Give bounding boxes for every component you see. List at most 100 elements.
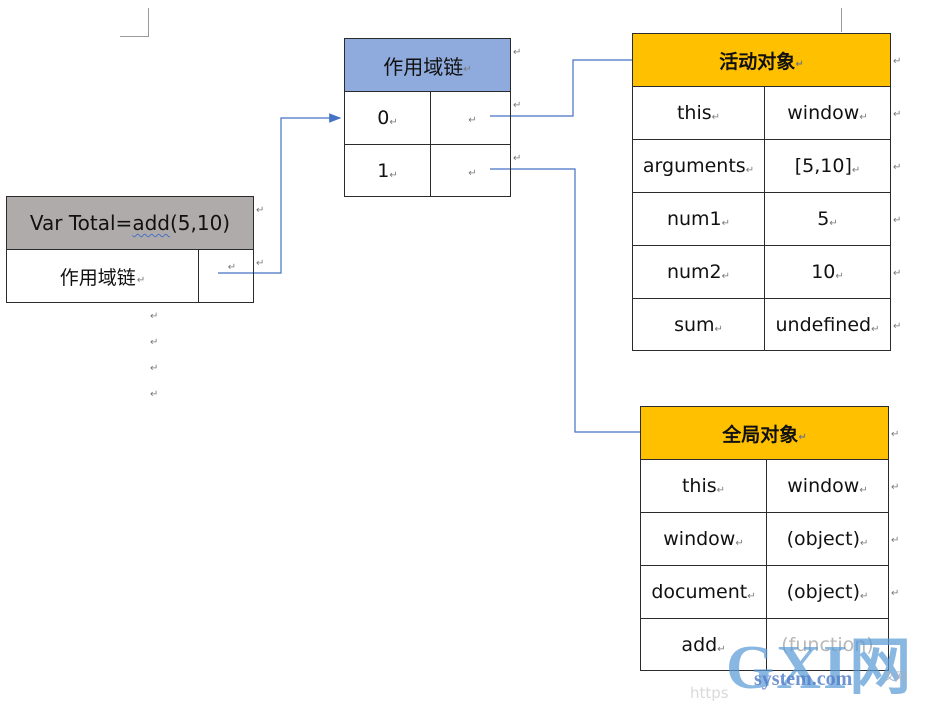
arrow-call-to-scope-chain <box>218 113 342 274</box>
activation-key: num1 <box>666 208 722 230</box>
paragraph-mark: ↵ <box>256 258 265 269</box>
paragraph-mark: ↵ <box>136 275 146 286</box>
arrow-scope1-to-global <box>490 168 662 437</box>
paragraph-mark: ↵ <box>893 268 902 279</box>
scope-chain-index-0-label: 0 <box>377 107 390 129</box>
paragraph-mark: ↵ <box>829 218 838 229</box>
paragraph-mark: ↵ <box>714 323 723 335</box>
activation-row-4-key: sum↵ <box>632 298 765 351</box>
call-scope-pointer-cell: ↵ <box>198 249 254 303</box>
paragraph-mark: ↵ <box>717 643 726 655</box>
global-key: this <box>681 475 717 497</box>
scope-chain-pointer-1: ↵ <box>430 144 511 197</box>
call-header: Var Total=add(5,10) <box>6 196 254 250</box>
watermark-brand: GXI网 <box>726 634 914 702</box>
activation-key: this <box>676 102 712 124</box>
watermark-logo: GXI网 system.com 文网 <box>724 622 920 702</box>
paragraph-mark: ↵ <box>468 115 477 126</box>
global-row-2-key: document↵ <box>640 565 767 619</box>
paragraph-mark: ↵ <box>893 215 902 226</box>
global-row-0-key: this↵ <box>640 459 767 513</box>
call-header-fn: add <box>132 211 170 235</box>
call-scope-label: 作用域链 <box>59 266 136 289</box>
paragraph-mark: ↵ <box>893 56 902 67</box>
activation-row-3-key: num2↵ <box>632 245 765 299</box>
activation-key: arguments <box>642 155 746 177</box>
paragraph-mark: ↵ <box>891 535 900 546</box>
global-value: (object) <box>786 528 860 550</box>
paragraph-mark: ↵ <box>721 218 731 229</box>
global-object-header: 全局对象↵ <box>640 406 889 460</box>
paragraph-mark: ↵ <box>716 485 726 496</box>
paragraph-mark: ↵ <box>150 363 159 374</box>
activation-key: sum <box>674 313 715 336</box>
activation-row-2-key: num1↵ <box>632 192 765 246</box>
page-corner-mark-left <box>120 8 149 37</box>
paragraph-mark: ↵ <box>859 112 868 123</box>
global-value: window <box>787 475 860 497</box>
global-row-1-key: window↵ <box>640 512 767 566</box>
watermark-url: https <box>690 684 729 702</box>
paragraph-mark: ↵ <box>891 588 900 599</box>
global-value: (object) <box>786 581 860 603</box>
activation-object-header: 活动对象↵ <box>632 33 891 87</box>
paragraph-mark: ↵ <box>150 389 159 400</box>
activation-row-1-value: [5,10]↵ <box>764 139 891 193</box>
paragraph-mark: ↵ <box>721 271 731 282</box>
paragraph-mark: ↵ <box>468 167 477 179</box>
global-row-0-value: window↵ <box>766 459 889 513</box>
paragraph-mark: ↵ <box>513 153 522 164</box>
activation-row-3-value: 10↵ <box>764 245 891 299</box>
global-row-3-value: (function) <box>766 618 889 671</box>
paragraph-mark: ↵ <box>389 169 398 181</box>
activation-value: window <box>787 102 860 124</box>
paragraph-mark: ↵ <box>893 321 902 332</box>
activation-object-header-label: 活动对象 <box>719 50 796 73</box>
activation-row-2-value: 5↵ <box>764 192 891 246</box>
paragraph-mark: ↵ <box>735 538 744 549</box>
paragraph-mark: ↵ <box>891 482 900 493</box>
paragraph-mark: ↵ <box>859 538 869 549</box>
activation-value: 10 <box>811 261 836 283</box>
paragraph-mark: ↵ <box>463 64 472 75</box>
page-corner-mark-right <box>841 8 843 32</box>
global-row-1-value: (object)↵ <box>766 512 889 566</box>
scope-chain-header: 作用域链↵ <box>344 38 511 92</box>
paragraph-mark: ↵ <box>798 432 807 443</box>
call-scope-label-cell: 作用域链↵ <box>6 249 199 303</box>
paragraph-mark: ↵ <box>389 117 398 128</box>
global-value: (function) <box>781 633 874 656</box>
scope-chain-header-label: 作用域链 <box>383 54 464 79</box>
arrow-scope0-to-activation <box>490 55 656 117</box>
paragraph-mark: ↵ <box>835 271 844 282</box>
scope-chain-index-1: 1↵ <box>344 144 431 197</box>
paragraph-mark: ↵ <box>747 591 756 602</box>
activation-row-4-value: undefined↵ <box>764 298 891 351</box>
paragraph-mark: ↵ <box>150 311 159 322</box>
paragraph-mark: ↵ <box>795 59 804 70</box>
paragraph-mark: ↵ <box>227 262 237 273</box>
global-key: document <box>651 581 748 603</box>
activation-value: undefined <box>775 313 872 336</box>
call-header-pre: Var Total= <box>29 211 133 235</box>
activation-key: num2 <box>666 261 722 283</box>
global-object-header-label: 全局对象 <box>722 423 799 446</box>
watermark-tag: 文网 <box>884 670 906 683</box>
global-key: window <box>663 528 736 550</box>
paragraph-mark: ↵ <box>859 591 869 602</box>
paragraph-mark: ↵ <box>256 205 265 216</box>
scope-chain-pointer-0: ↵ <box>430 91 511 145</box>
activation-row-0-key: this↵ <box>632 86 765 140</box>
scope-chain-index-1-label: 1 <box>377 159 390 182</box>
paragraph-mark: ↵ <box>513 100 522 111</box>
activation-value: 5 <box>817 208 830 230</box>
paragraph-mark: ↵ <box>513 47 522 58</box>
paragraph-mark: ↵ <box>871 323 880 335</box>
paragraph-mark: ↵ <box>893 162 902 173</box>
paragraph-mark: ↵ <box>893 109 902 120</box>
paragraph-mark: ↵ <box>150 337 159 348</box>
paragraph-mark: ↵ <box>745 165 755 176</box>
scope-chain-index-0: 0↵ <box>344 91 431 145</box>
call-header-post: (5,10) <box>169 211 231 235</box>
watermark-domain: system.com <box>754 668 853 690</box>
